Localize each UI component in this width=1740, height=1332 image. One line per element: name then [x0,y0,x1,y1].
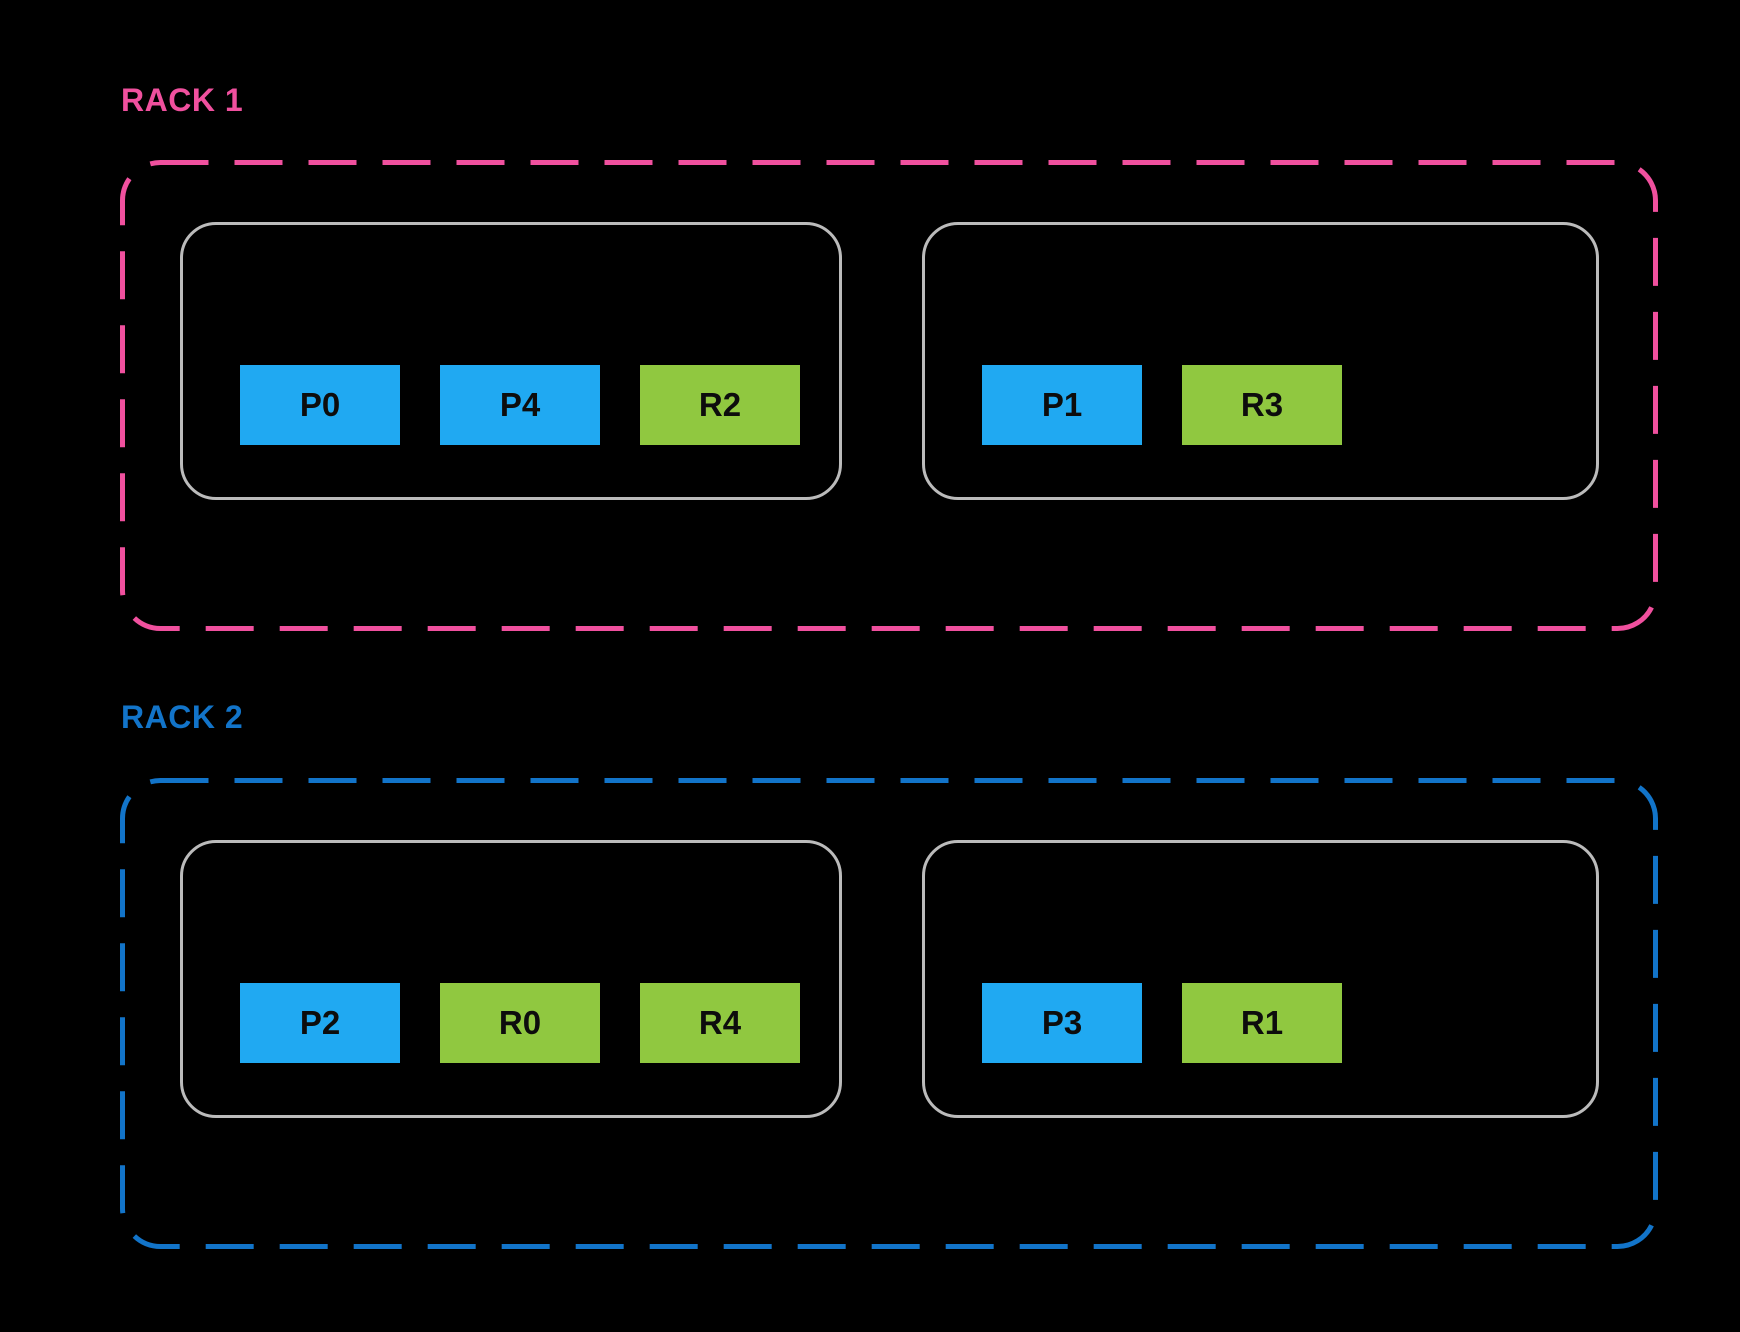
replica-box-r1: R1 [1182,983,1342,1063]
rack-1-dashed-border [120,160,1658,631]
partition-box-p0: P0 [240,365,400,445]
replica-box-r2: R2 [640,365,800,445]
rack-2-border-rect [120,778,1658,1249]
partition-box-p3: P3 [982,983,1142,1063]
rack-2-node-1: P2 R0 R4 [180,840,842,1118]
rack-1-border-rect [120,160,1658,631]
rack-2-node-2: P3 R1 [922,840,1599,1118]
rack-2-label: RACK 2 [121,699,244,735]
replica-box-r4: R4 [640,983,800,1063]
replica-box-r3: R3 [1182,365,1342,445]
rack-1-node-1: P0 P4 R2 [180,222,842,500]
rack-1-node-2: P1 R3 [922,222,1599,500]
rack-2-dashed-border [120,778,1658,1249]
rack-1-node-2-boxes: P1 R3 [982,365,1342,445]
rack-2-node-2-boxes: P3 R1 [982,983,1342,1063]
partition-box-p2: P2 [240,983,400,1063]
rack-2-container: P2 R0 R4 P3 R1 [120,778,1658,1249]
partition-box-p1: P1 [982,365,1142,445]
rack-1-label: RACK 1 [121,82,244,118]
rack-1-container: P0 P4 R2 P1 R3 [120,160,1658,631]
rack-2-node-1-boxes: P2 R0 R4 [240,983,800,1063]
replica-box-r0: R0 [440,983,600,1063]
rack-1-node-1-boxes: P0 P4 R2 [240,365,800,445]
partition-box-p4: P4 [440,365,600,445]
